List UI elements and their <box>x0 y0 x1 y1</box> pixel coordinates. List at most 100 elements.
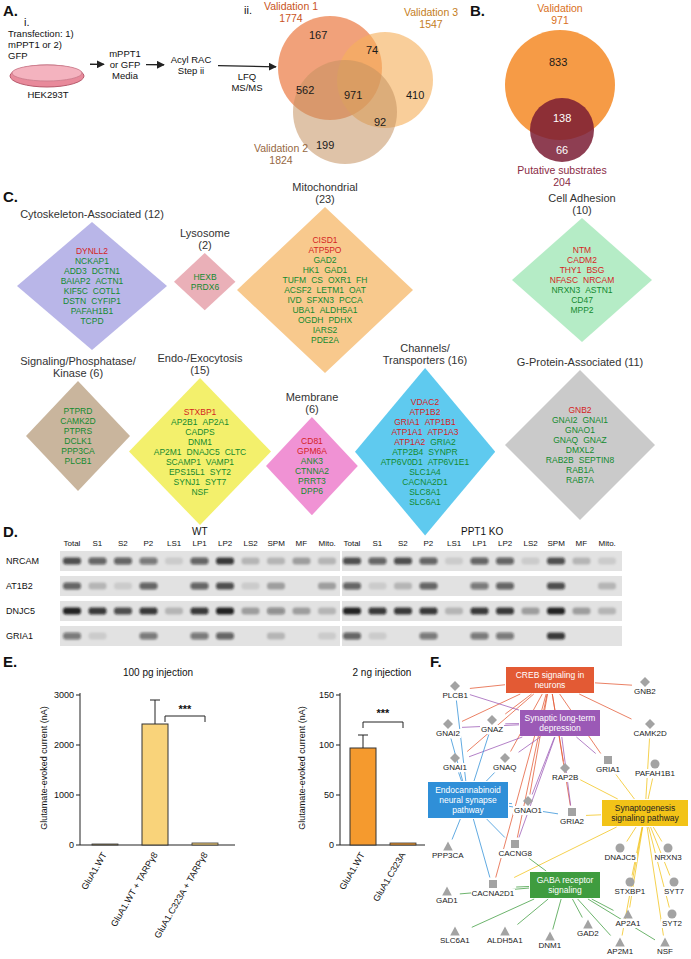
gene-name: NTM <box>573 245 591 255</box>
gene-label: GNAQ <box>492 763 518 772</box>
blot-band <box>191 608 209 615</box>
set-name: Validation 3 <box>402 6 460 18</box>
blot-band <box>89 558 107 565</box>
gene-shape <box>645 719 655 729</box>
diamond-marker <box>523 796 533 806</box>
gene-row: NSF <box>154 487 247 497</box>
category-diamond: Endo-/Exocytosis (15)STXBP1AP2B1AP2A1CAD… <box>129 378 271 525</box>
gene-name: NCKAP1 <box>75 256 109 266</box>
blot-band <box>216 558 234 565</box>
panel-letter: B. <box>470 2 485 19</box>
blot-band <box>598 558 616 565</box>
diamond-shape <box>512 218 652 342</box>
gene-name: FH <box>356 275 367 285</box>
gene-name: ATP1A2 <box>394 437 425 447</box>
gene-name: ASTN1 <box>585 285 612 295</box>
gene-label: AP2A1 <box>615 919 642 928</box>
connector <box>516 886 529 888</box>
diamond-marker <box>640 677 650 687</box>
axis-ticks <box>336 695 340 845</box>
blot-band <box>63 608 81 615</box>
blot-band <box>573 608 591 615</box>
pathway-box: Synaptogenesis signaling pathway <box>602 800 688 826</box>
gene-name: SLC6A1 <box>409 497 441 507</box>
gene-row: MPP2 <box>550 305 615 315</box>
fraction-label: Total <box>64 539 81 548</box>
gene-name: SYNPR <box>428 447 457 457</box>
blot-band <box>89 608 107 615</box>
gene-row: SLC1A4 <box>381 467 469 477</box>
gene-shape <box>669 877 679 887</box>
connector <box>627 827 636 842</box>
gene-row: IVDSFXN3PCCA <box>283 295 368 305</box>
gene-label: NRXN3 <box>654 853 683 862</box>
triangle-marker <box>623 909 633 918</box>
blot-band <box>394 583 412 590</box>
category-heading: Lysosome (2) <box>177 227 233 251</box>
gene-row: CADPS <box>154 427 247 437</box>
venn-count: 138 <box>553 112 571 124</box>
gene-row: DCLK1 <box>60 436 95 446</box>
set-count: 1547 <box>402 18 460 30</box>
blot-band <box>293 558 311 565</box>
gene-row: GNAO1 <box>546 425 614 435</box>
gene-row: ATP1B2 <box>381 407 469 417</box>
triangle-marker <box>615 937 625 946</box>
gene-name: ADD3 <box>64 266 87 276</box>
blot-band <box>573 558 591 565</box>
diamond-fill <box>17 222 167 350</box>
gene-row: PTPRS <box>60 426 95 436</box>
blot-band <box>114 608 132 615</box>
blot-band <box>471 608 489 615</box>
set-count: 1774 <box>262 12 320 24</box>
gene-name: OXR1 <box>328 275 351 285</box>
gene-name: DCLK1 <box>64 436 91 446</box>
blot-band <box>114 558 132 565</box>
significance-bracket <box>363 722 403 728</box>
fraction-label: SPM <box>548 539 565 548</box>
gene-node: NRXN3 <box>654 843 683 862</box>
gene-name: PCCA <box>339 295 363 305</box>
chart-axis <box>80 693 235 845</box>
blot-strip <box>342 601 622 621</box>
genotype-label: PPT1 KO <box>461 526 503 537</box>
fraction-label: LP1 <box>193 539 207 548</box>
gene-row: PLCB1 <box>60 456 95 466</box>
blot-band <box>267 583 285 590</box>
gene-label: CACNA2D1 <box>471 889 516 898</box>
gene-row: SCAMP1VAMP1 <box>154 457 247 467</box>
gene-node: AP2M1 <box>606 937 634 956</box>
blot-band <box>216 633 234 640</box>
gene-shape <box>443 841 453 851</box>
connector <box>218 66 276 67</box>
gene-row: GNB2 <box>546 405 614 415</box>
blot-band <box>420 583 438 590</box>
category-label: GluA1.C323A + TARPγ8 <box>152 851 209 940</box>
gene-row: THY1BSG <box>550 265 615 275</box>
gene-row: AP2B1AP2A1 <box>154 417 247 427</box>
connector <box>459 773 462 782</box>
gene-name: ANK3 <box>301 456 323 466</box>
gene-shape <box>615 843 625 853</box>
genotype-label: WT <box>192 526 208 537</box>
blot-band <box>343 558 361 565</box>
gene-row: STXBP1 <box>154 407 247 417</box>
blot-strip <box>60 551 340 571</box>
connector <box>509 806 558 814</box>
category-diamond: Lysosome (2)HEXBPRDX6 <box>174 253 235 310</box>
gene-label: GNAZ <box>480 725 504 734</box>
gene-name: SLC8A1 <box>409 487 441 497</box>
gene-name: AP2A1 <box>202 417 228 427</box>
gene-row: SYNJ1SYT7 <box>154 477 247 487</box>
square-marker <box>511 840 519 848</box>
gene-name: DCTN1 <box>92 266 120 276</box>
blot-band <box>496 633 514 640</box>
gene-shape <box>640 677 650 687</box>
gene-shape <box>545 931 555 941</box>
gene-node: SYT7 <box>663 877 685 896</box>
diamond-marker <box>500 753 510 763</box>
node-label: Transfection: 1) mPPT1 or 2) GFP <box>8 28 74 61</box>
gene-label: GNB2 <box>633 687 657 696</box>
category-heading: Mitochondrial (23) <box>285 181 365 205</box>
gene-name: GRIA1 <box>394 417 420 427</box>
